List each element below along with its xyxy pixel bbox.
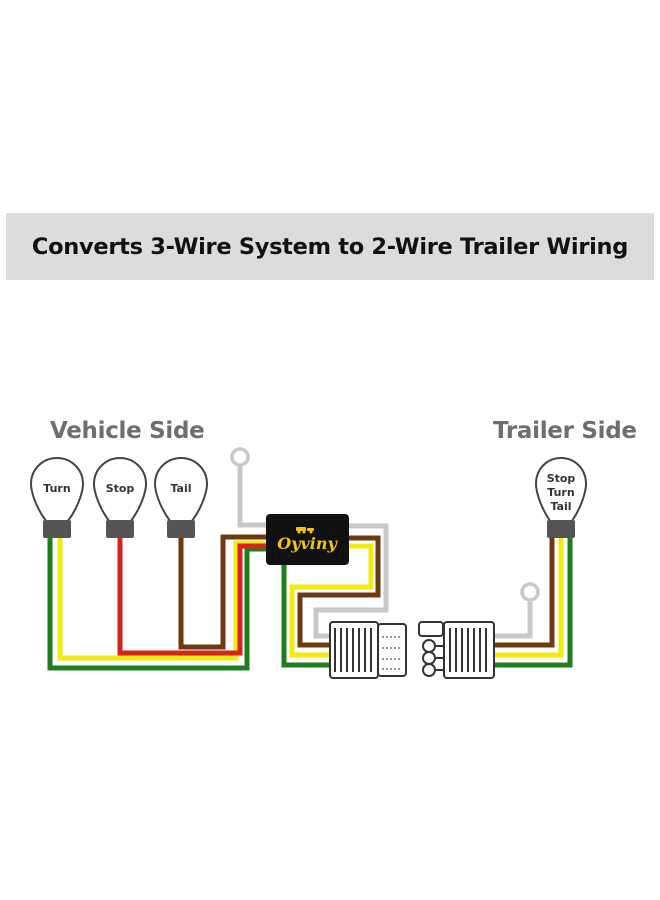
bulb-label: Stop: [106, 482, 135, 495]
vehicle-red-wire: [117, 538, 268, 656]
banner-title: Converts 3-Wire System to 2-Wire Trailer…: [31, 233, 629, 260]
bulb-glass: [29, 456, 85, 522]
converter-module: Oyviny: [266, 514, 349, 565]
trailer-ground-ring: [520, 582, 540, 602]
bulb-glass: [534, 456, 588, 522]
output-yellow-wire: [289, 543, 374, 658]
bulb-glass: [92, 456, 148, 522]
bulb-socket: [106, 520, 134, 538]
title-banner: Converts 3-Wire System to 2-Wire Trailer…: [6, 213, 654, 280]
trailer-green-wire: [494, 538, 573, 668]
trailer-brown-wire: [494, 538, 555, 648]
vehicle-white-wire: [237, 466, 268, 528]
vehicle-green-wire: [47, 538, 268, 671]
bulb-label-line-2: Turn: [547, 486, 574, 499]
trailer-white-wire: [494, 602, 533, 639]
trailer-yellow-wire: [494, 538, 564, 658]
car-trailer-logo-icon: [296, 527, 314, 534]
vehicle-4-way-connector: [329, 621, 407, 679]
vehicle-tail-bulb: Tail: [153, 456, 209, 538]
bulb-label-line-1: Stop: [547, 472, 576, 485]
bulb-label: Tail: [170, 482, 191, 495]
vehicle-ground-ring: [230, 447, 250, 467]
vehicle-stop-bulb: Stop: [92, 456, 148, 538]
trailer-4-way-connector: [418, 621, 495, 679]
bulb-label: Turn: [43, 482, 70, 495]
output-brown-wire: [297, 535, 381, 648]
bulb-socket: [167, 520, 195, 538]
bulb-socket: [547, 520, 575, 538]
converter-box: [266, 514, 349, 565]
bulb-socket: [43, 520, 71, 538]
brand-name: Oyviny: [277, 534, 338, 553]
trailer-bulb: Stop Turn Tail: [534, 456, 588, 538]
bulb-glass: [153, 456, 209, 522]
trailer-side-label: Trailer Side: [493, 418, 637, 444]
vehicle-side-label: Vehicle Side: [50, 418, 205, 444]
vehicle-yellow-wire: [57, 538, 268, 661]
vehicle-turn-bulb: Turn: [29, 456, 85, 538]
bulb-label-line-3: Tail: [550, 500, 571, 513]
output-white-wire: [313, 523, 389, 639]
vehicle-brown-wire: [178, 534, 268, 650]
